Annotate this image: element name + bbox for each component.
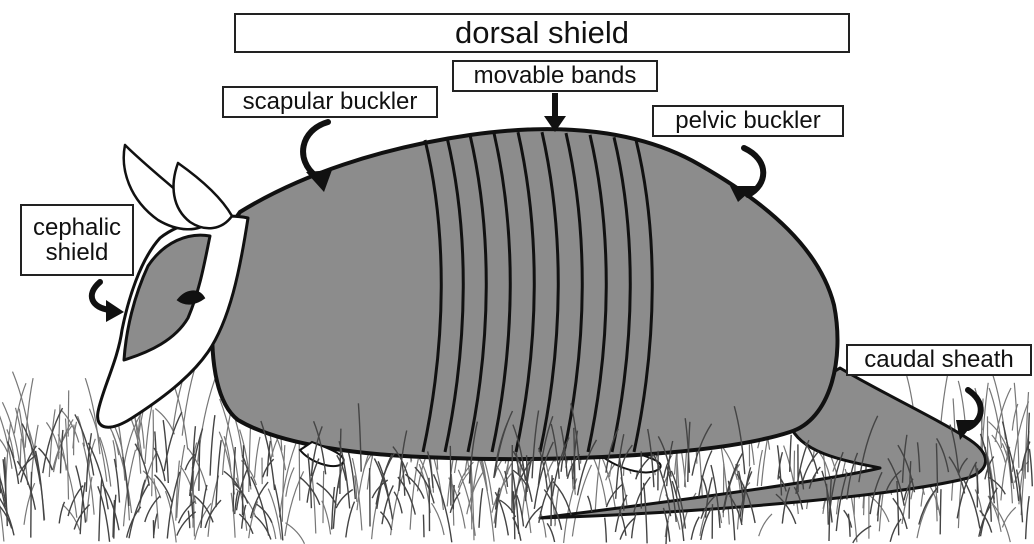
grass-blade	[255, 516, 271, 540]
grass-blade	[423, 515, 424, 538]
grass-blade	[152, 439, 154, 497]
grass-blade	[547, 523, 554, 542]
arrow-caudal	[956, 390, 981, 440]
grass-blade	[890, 519, 901, 542]
grass-blade	[691, 517, 699, 540]
grass-blade	[0, 493, 14, 535]
grass-blade	[188, 511, 190, 529]
grass-blade	[110, 427, 119, 455]
grass-blade	[759, 514, 772, 536]
grass-blade	[540, 511, 546, 537]
grass-blade	[728, 481, 734, 541]
grass-blade	[453, 485, 454, 510]
grass-blade	[285, 471, 304, 536]
grass-blade	[299, 443, 300, 501]
grass-blade	[450, 446, 451, 506]
grass-blade	[391, 462, 408, 535]
grass-blade	[199, 440, 200, 491]
grass-blade	[1026, 496, 1030, 539]
label-caudal-sheath: caudal sheath	[846, 344, 1032, 376]
grass-blade	[632, 514, 636, 539]
grass-blade	[141, 421, 144, 449]
grass-blade	[790, 435, 792, 472]
grass-blade	[940, 489, 941, 534]
grass-blade	[68, 390, 69, 436]
grass-blade	[87, 477, 92, 522]
grass-blade	[917, 491, 935, 538]
grass-blade	[878, 494, 880, 521]
grass-blade	[59, 502, 64, 524]
arrow-pelvic	[730, 148, 763, 202]
label-cephalic-line1: cephalic	[33, 215, 121, 240]
grass-blade	[224, 436, 231, 470]
grass-blade	[198, 376, 216, 462]
grass-blade	[255, 437, 261, 478]
arrow-dorsal-to-movable	[544, 93, 566, 132]
grass-blade	[1029, 449, 1032, 486]
label-cephalic-line2: shield	[46, 240, 109, 265]
grass-blade	[432, 503, 445, 535]
label-pelvic-buckler: pelvic buckler	[652, 105, 844, 137]
grass-blade	[31, 472, 32, 538]
grass-blade	[20, 439, 21, 469]
grass-blade	[893, 498, 907, 529]
grass-blade	[210, 415, 215, 476]
grass-blade	[848, 514, 850, 537]
grass-blade	[25, 378, 33, 448]
grass-blade	[995, 388, 1011, 442]
grass-blade	[216, 440, 221, 507]
grass-blade	[24, 483, 35, 525]
grass-blade	[588, 496, 592, 512]
grass-blade	[61, 451, 77, 518]
grass-blade	[844, 510, 852, 527]
grass-blade	[155, 431, 157, 472]
label-dorsal-shield: dorsal shield	[234, 13, 850, 53]
grass-blade	[99, 478, 102, 541]
grass-blade	[336, 490, 353, 509]
grass-blade	[981, 488, 998, 537]
grass-blade	[479, 488, 483, 528]
label-scapular-buckler: scapular buckler	[222, 86, 438, 118]
grass-blade	[233, 447, 235, 512]
grass-blade	[555, 489, 559, 527]
grass-blade	[205, 500, 221, 528]
grass-blade	[323, 471, 324, 523]
label-cephalic-shield: cephalic shield	[20, 204, 134, 276]
grass-blade	[429, 478, 430, 531]
grass-blade	[312, 472, 316, 534]
grass-blade	[61, 430, 63, 474]
label-movable-bands: movable bands	[452, 60, 658, 92]
grass-blade	[605, 518, 607, 543]
grass-blade	[666, 521, 668, 544]
grass-blade	[285, 523, 304, 544]
arrow-cephalic	[92, 282, 124, 322]
grass-blade	[450, 493, 460, 513]
